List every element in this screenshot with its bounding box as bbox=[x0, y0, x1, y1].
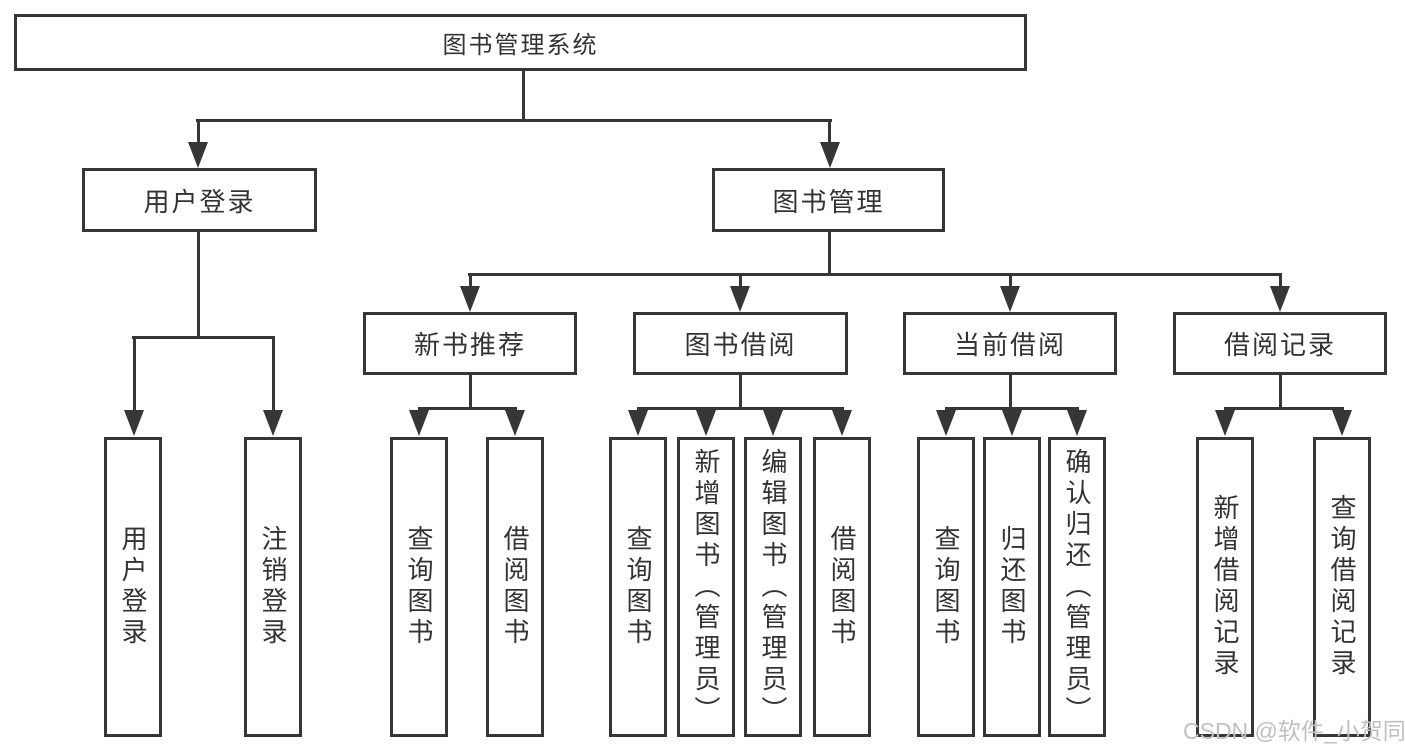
leaf-borrowing-query-books: 查询图书 bbox=[609, 437, 667, 737]
leaf-current-confirm-return-admin: 确认归还（管理员） bbox=[1048, 437, 1106, 737]
leaf-current-return-books-label: 归还图书 bbox=[997, 525, 1027, 649]
node-borrowing-records: 借阅记录 bbox=[1173, 312, 1387, 375]
connector-stem-leaf-logout bbox=[272, 336, 275, 412]
connector-borrowing-trunk bbox=[739, 375, 742, 410]
arrow-to-leaf-login bbox=[124, 410, 144, 436]
arrow-to-leaf-c1 bbox=[628, 410, 648, 436]
connector-stem-newbooks bbox=[469, 273, 472, 289]
arrow-to-leaf-e1 bbox=[1215, 410, 1235, 436]
arrow-to-leaf-d2 bbox=[1002, 410, 1022, 436]
node-library-system-label: 图书管理系统 bbox=[442, 32, 599, 59]
node-book-management-label: 图书管理 bbox=[772, 186, 885, 217]
leaf-borrowing-query-books-label: 查询图书 bbox=[623, 525, 653, 649]
csdn-watermark: CSDN @软件_小贺同学 bbox=[1183, 718, 1405, 744]
connector-stem-current bbox=[1009, 273, 1012, 289]
leaf-current-return-books: 归还图书 bbox=[983, 437, 1041, 737]
connector-newbooks-trunk bbox=[469, 375, 472, 410]
connector-newbooks-branch bbox=[418, 407, 517, 410]
connector-stem-records bbox=[1279, 273, 1282, 289]
leaf-user-login: 用户登录 bbox=[104, 437, 162, 737]
arrow-to-records bbox=[1270, 286, 1290, 312]
connector-records-branch bbox=[1224, 407, 1344, 410]
connector-mgmt-trunk bbox=[828, 232, 831, 276]
leaf-logout-label: 注销登录 bbox=[258, 525, 288, 649]
leaf-borrowing-borrow-books-label: 借阅图书 bbox=[827, 525, 857, 649]
leaf-records-query-record: 查询借阅记录 bbox=[1313, 437, 1371, 737]
leaf-newbooks-query-books: 查询图书 bbox=[390, 437, 448, 737]
leaf-current-query-books-label: 查询图书 bbox=[931, 525, 961, 649]
arrow-to-leaf-c3 bbox=[763, 410, 783, 436]
connector-root-branch bbox=[196, 119, 832, 122]
arrow-to-current bbox=[1000, 286, 1020, 312]
connector-login-branch bbox=[132, 336, 275, 339]
leaf-current-query-books: 查询图书 bbox=[917, 437, 975, 737]
arrow-to-leaf-d1 bbox=[936, 410, 956, 436]
arrow-to-leaf-c2 bbox=[696, 410, 716, 436]
leaf-borrowing-edit-books-admin: 编辑图书（管理员） bbox=[744, 437, 802, 737]
node-user-login-label: 用户登录 bbox=[143, 186, 256, 217]
node-book-borrowing: 图书借阅 bbox=[633, 312, 848, 375]
leaf-records-add-record-label: 新增借阅记录 bbox=[1210, 494, 1240, 680]
connector-stem-borrowing bbox=[739, 273, 742, 289]
arrow-to-user-login bbox=[188, 142, 208, 168]
connector-stem-user-login bbox=[197, 119, 200, 146]
node-borrowing-records-label: 借阅记录 bbox=[1223, 330, 1336, 360]
node-book-management: 图书管理 bbox=[712, 168, 945, 232]
node-new-book-recommendation-label: 新书推荐 bbox=[413, 330, 526, 360]
leaf-borrowing-add-books-admin: 新增图书（管理员） bbox=[677, 437, 735, 737]
connector-borrowing-branch bbox=[637, 407, 844, 410]
leaf-current-confirm-return-admin-label: 确认归还（管理员） bbox=[1062, 447, 1092, 727]
leaf-newbooks-borrow-books: 借阅图书 bbox=[486, 437, 544, 737]
leaf-user-login-label: 用户登录 bbox=[118, 525, 148, 649]
connector-current-trunk bbox=[1009, 375, 1012, 410]
node-user-login: 用户登录 bbox=[82, 168, 317, 232]
connector-current-branch bbox=[945, 407, 1079, 410]
leaf-logout: 注销登录 bbox=[244, 437, 302, 737]
connector-level2-branch bbox=[468, 273, 1281, 276]
connector-login-trunk bbox=[197, 232, 200, 339]
leaf-newbooks-query-books-label: 查询图书 bbox=[404, 525, 434, 649]
connector-stem-book-mgmt bbox=[828, 119, 831, 146]
leaf-borrowing-edit-books-admin-label: 编辑图书（管理员） bbox=[758, 447, 788, 727]
arrow-to-leaf-e2 bbox=[1332, 410, 1352, 436]
leaf-borrowing-add-books-admin-label: 新增图书（管理员） bbox=[691, 447, 721, 727]
connector-root-trunk bbox=[522, 70, 525, 122]
node-library-system: 图书管理系统 bbox=[14, 14, 1027, 71]
node-current-borrowing-label: 当前借阅 bbox=[953, 330, 1066, 360]
arrow-to-borrowing bbox=[730, 286, 750, 312]
arrow-to-leaf-logout bbox=[263, 410, 283, 436]
node-current-borrowing: 当前借阅 bbox=[903, 312, 1117, 375]
leaf-records-add-record: 新增借阅记录 bbox=[1196, 437, 1254, 737]
arrow-to-leaf-b1 bbox=[409, 410, 429, 436]
arrow-to-book-mgmt bbox=[820, 142, 840, 168]
arrow-to-newbooks bbox=[460, 286, 480, 312]
leaf-borrowing-borrow-books: 借阅图书 bbox=[813, 437, 871, 737]
connector-records-trunk bbox=[1279, 375, 1282, 410]
arrow-to-leaf-d3 bbox=[1067, 410, 1087, 436]
arrow-to-leaf-c4 bbox=[832, 410, 852, 436]
leaf-records-query-record-label: 查询借阅记录 bbox=[1327, 494, 1357, 680]
arrow-to-leaf-b2 bbox=[505, 410, 525, 436]
node-book-borrowing-label: 图书借阅 bbox=[684, 330, 797, 360]
connector-stem-leaf-login bbox=[133, 336, 136, 412]
leaf-newbooks-borrow-books-label: 借阅图书 bbox=[500, 525, 530, 649]
node-new-book-recommendation: 新书推荐 bbox=[363, 312, 577, 375]
